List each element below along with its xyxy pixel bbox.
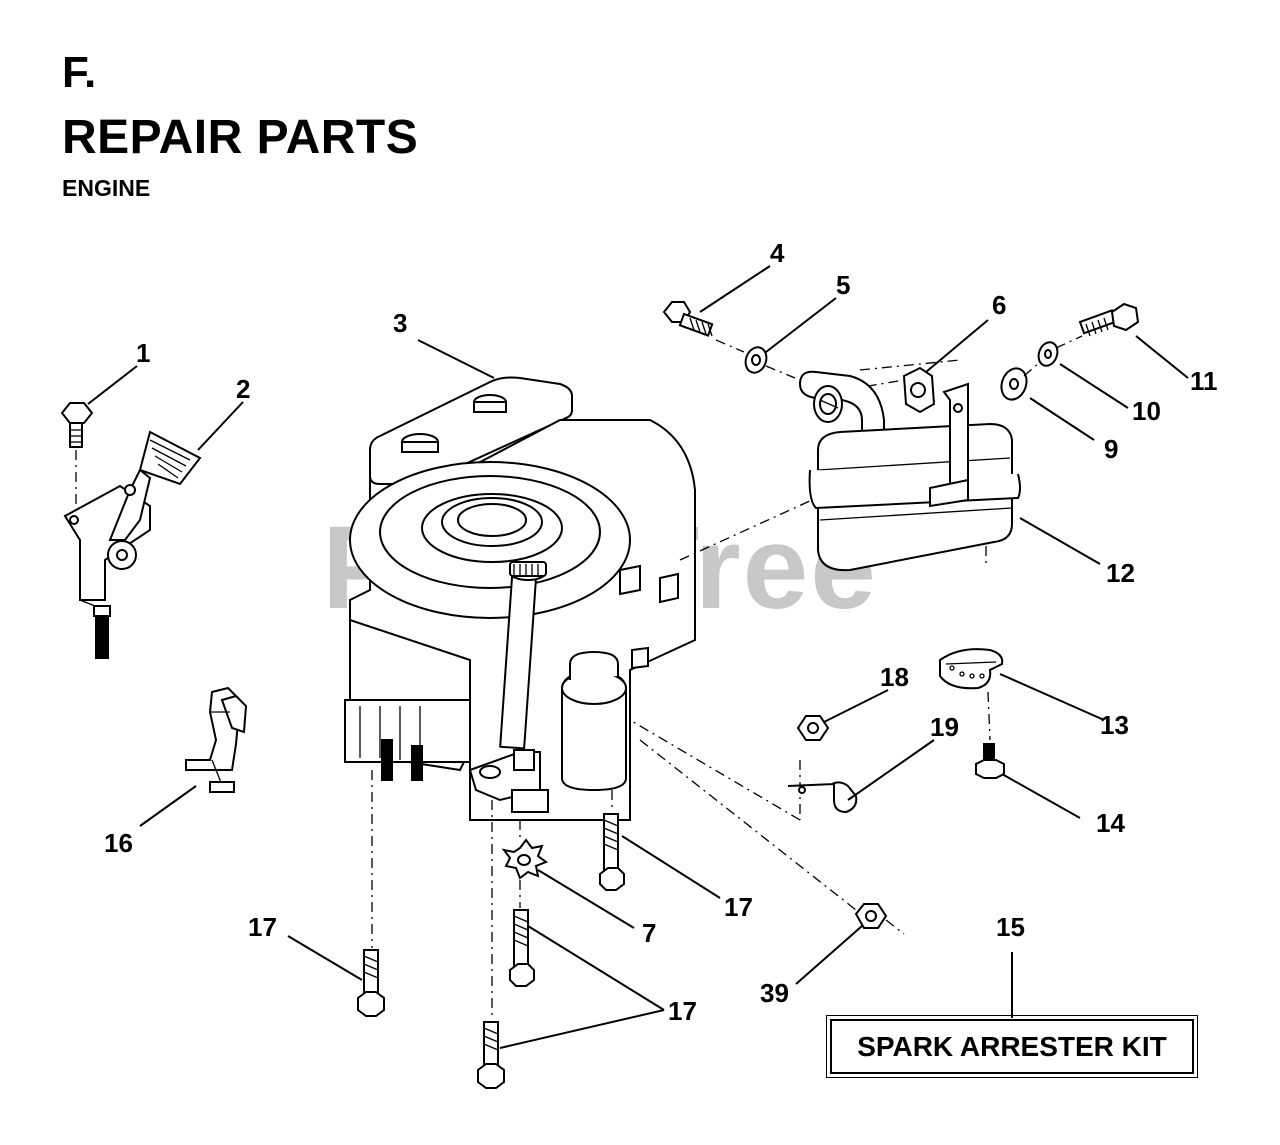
part-18-nut[interactable] bbox=[796, 715, 830, 741]
callout-17-a: 17 bbox=[724, 892, 753, 922]
spark-arrester-kit-label: SPARK ARRESTER KIT bbox=[826, 1015, 1198, 1078]
callout-6: 6 bbox=[992, 290, 1006, 320]
part-17-bolt-c[interactable] bbox=[357, 949, 385, 1017]
part-12-muffler[interactable] bbox=[798, 370, 1021, 572]
callout-15: 15 bbox=[996, 912, 1025, 942]
callout-12: 12 bbox=[1106, 558, 1135, 588]
callout-4: 4 bbox=[770, 238, 785, 268]
part-13-spark-arrester-screen[interactable] bbox=[939, 648, 1004, 690]
part-19-clamp[interactable] bbox=[787, 781, 858, 814]
callout-1: 1 bbox=[136, 338, 150, 368]
part-6-gasket[interactable] bbox=[902, 366, 936, 414]
part-17-bolt-b[interactable] bbox=[509, 909, 535, 987]
callout-10: 10 bbox=[1132, 396, 1161, 426]
callout-7: 7 bbox=[642, 918, 656, 948]
part-2-bolt[interactable] bbox=[93, 605, 111, 659]
callout-16: 16 bbox=[104, 828, 133, 858]
part-2-throttle-control[interactable] bbox=[63, 430, 202, 609]
spark-arrester-kit-text: SPARK ARRESTER KIT bbox=[857, 1030, 1167, 1062]
part-7-star-washer[interactable] bbox=[501, 838, 549, 880]
callout-17-b: 17 bbox=[248, 912, 277, 942]
part-3-engine[interactable] bbox=[344, 376, 696, 821]
part-5-washer[interactable] bbox=[742, 344, 770, 375]
part-4-bolt[interactable] bbox=[662, 301, 714, 337]
section-letter: F. bbox=[62, 48, 97, 97]
page-subtitle: ENGINE bbox=[62, 175, 151, 201]
part-11-bolt[interactable] bbox=[1078, 302, 1140, 337]
callout-19: 19 bbox=[930, 712, 959, 742]
callout-2: 2 bbox=[236, 374, 250, 404]
part-17-bolt-a[interactable] bbox=[599, 813, 625, 891]
callout-3: 3 bbox=[393, 308, 407, 338]
part-39-nut[interactable] bbox=[854, 903, 888, 929]
callout-9: 9 bbox=[1104, 434, 1118, 464]
part-10-lock-washer[interactable] bbox=[1035, 340, 1060, 369]
callout-5: 5 bbox=[836, 270, 850, 300]
callout-13: 13 bbox=[1100, 710, 1129, 740]
part-9-washer[interactable] bbox=[997, 365, 1030, 403]
callout-39: 39 bbox=[760, 978, 789, 1008]
callout-18: 18 bbox=[880, 662, 909, 692]
callout-14: 14 bbox=[1096, 808, 1125, 838]
part-17-bolt-d[interactable] bbox=[477, 1021, 505, 1089]
part-14-screw[interactable] bbox=[975, 743, 1005, 779]
page-title: REPAIR PARTS bbox=[62, 111, 419, 164]
part-1-bolt[interactable] bbox=[60, 402, 94, 448]
callout-11: 11 bbox=[1190, 366, 1218, 396]
part-16-bracket[interactable] bbox=[185, 686, 248, 793]
callout-17-c: 17 bbox=[668, 996, 697, 1026]
